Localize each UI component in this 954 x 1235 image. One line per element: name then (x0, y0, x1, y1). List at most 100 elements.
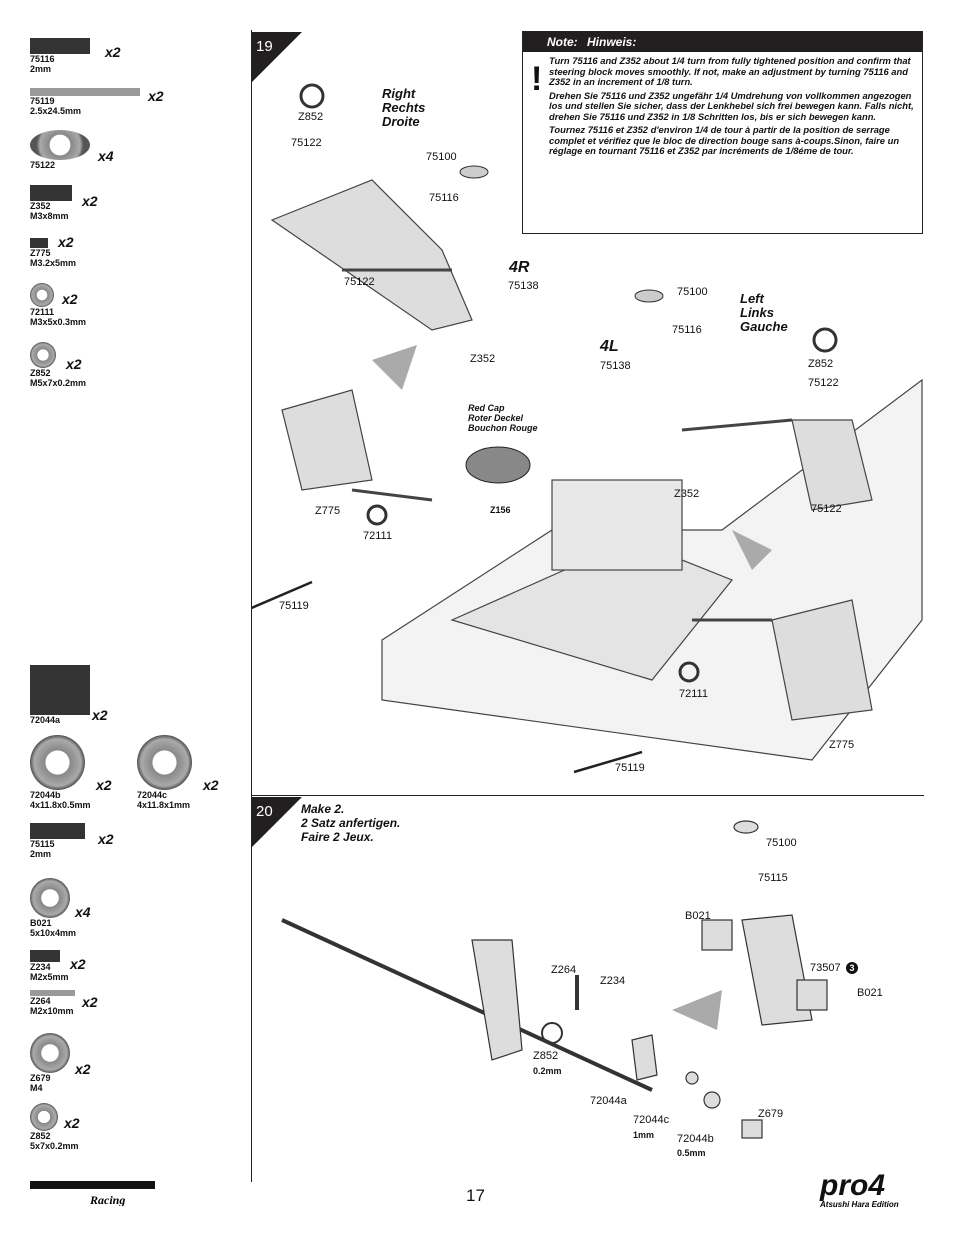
part-callout: 75138 (600, 360, 631, 372)
step-number: 19 (256, 38, 273, 55)
note-en: Turn 75116 and Z352 about 1/4 turn from … (549, 55, 911, 87)
part-callout: 75100 (677, 286, 708, 298)
part-code: 72044c (137, 790, 168, 800)
part-callout: B021 (685, 910, 711, 922)
part-quantity: x4 (98, 148, 114, 164)
part-quantity: x2 (64, 1115, 80, 1131)
side-4r-label: 4R (509, 259, 530, 276)
column-divider (251, 30, 252, 1182)
part-code: Z234 (30, 962, 51, 972)
part-callout: 75122 (291, 137, 322, 149)
part-callout: Z234 (600, 975, 626, 987)
svg-text:pro4: pro4 (819, 1169, 885, 1202)
part-callout: 75119 (615, 762, 645, 774)
part-code: Z775 (30, 248, 51, 258)
part-code: 75116 (30, 54, 55, 64)
part-callout: 1mm (633, 1130, 655, 1140)
red-cap-label: Red Cap Roter Deckel Bouchon Rouge (468, 403, 538, 433)
part-code: 72044b (30, 790, 61, 800)
part-size: M2x10mm (30, 1006, 74, 1016)
ball-stud-icon (30, 823, 85, 839)
part-callout: 72044a (590, 1095, 627, 1107)
part-callout: 73507 (810, 962, 841, 974)
part-quantity: x2 (203, 777, 219, 793)
part-callout: Z352 (470, 353, 496, 365)
part-callout: Z679 (758, 1108, 784, 1120)
part-callout: Z852 (808, 358, 834, 370)
part-quantity: x2 (105, 44, 121, 60)
instruction-fr: Faire 2 Jeux. (301, 830, 374, 844)
right-side-label: Right Rechts Droite (382, 87, 425, 129)
part-callout: 72111 (363, 530, 392, 542)
washer-icon (137, 735, 192, 790)
step-divider (251, 795, 924, 796)
instruction-de: 2 Satz anfertigen. (301, 816, 401, 830)
part-callout: Z156 (490, 505, 511, 515)
part-quantity: x2 (96, 777, 112, 793)
part-callout: Z775 (315, 505, 341, 517)
part-code: 75115 (30, 839, 55, 849)
pin-icon (30, 88, 140, 96)
label-de: Roter Deckel (468, 413, 524, 423)
part-size: M2x5mm (30, 972, 69, 982)
label-fr: Droite (382, 114, 420, 129)
part-callout: B021 (857, 987, 883, 999)
part-callout: 75116 (429, 192, 459, 204)
step-19-diagram (252, 83, 923, 774)
part-callout: 75119 (279, 600, 309, 612)
part-callout: 0.2mm (533, 1066, 562, 1076)
part-quantity: x2 (62, 291, 78, 307)
part-size: 4x11.8x0.5mm (30, 800, 91, 810)
part-code: 75122 (30, 160, 56, 170)
part-callout: 72111 (679, 688, 708, 700)
part-size: 2mm (30, 64, 52, 74)
label-fr: Bouchon Rouge (468, 423, 538, 433)
hex-hub-icon (30, 665, 90, 715)
part-size: M5x7x0.2mm (30, 378, 87, 388)
note-fr: Tournez 75116 et Z352 d'environ 1/4 de t… (549, 124, 900, 156)
part-code: 75119 (30, 96, 55, 106)
button-screw-icon (30, 185, 72, 201)
part-code: Z679 (30, 1073, 51, 1083)
bushing-icon (30, 130, 90, 160)
part-callout: 75122 (811, 503, 842, 515)
part-size: 2.5x24.5mm (30, 106, 82, 116)
part-code: Z852 (30, 1131, 51, 1141)
part-callout: Z852 (298, 111, 324, 123)
part-code: Z264 (30, 996, 51, 1006)
bearing-icon (30, 878, 70, 918)
part-code: Z852 (30, 368, 51, 378)
label-en: Left (740, 291, 764, 306)
part-callout: 75138 (508, 280, 539, 292)
part-callout: 75122 (808, 377, 839, 389)
left-side-label: Left Links Gauche (740, 292, 788, 334)
part-callout: 75100 (426, 151, 457, 163)
label-de: Links (740, 305, 774, 320)
page-number: 17 (466, 1186, 485, 1205)
label-fr: Gauche (740, 319, 788, 334)
part-quantity: x2 (82, 193, 98, 209)
step-20-instruction: Make 2. 2 Satz anfertigen. Faire 2 Jeux. (301, 802, 400, 844)
part-quantity: x2 (70, 956, 86, 972)
part-size: M3x5x0.3mm (30, 317, 87, 327)
part-callout: 75116 (672, 324, 702, 336)
part-quantity: x2 (98, 831, 114, 847)
label-en: Red Cap (468, 403, 505, 413)
part-callout: Z264 (551, 964, 577, 976)
part-75122: 75122 x4 (30, 130, 114, 170)
shim-icon (30, 1103, 58, 1131)
part-code: Z352 (30, 201, 51, 211)
part-size: 2mm (30, 849, 52, 859)
instruction-en: Make 2. (301, 802, 345, 816)
note-de: Drehen Sie 75116 und Z352 ungefähr 1/4 U… (549, 89, 914, 122)
cap-screw-icon (30, 950, 60, 962)
